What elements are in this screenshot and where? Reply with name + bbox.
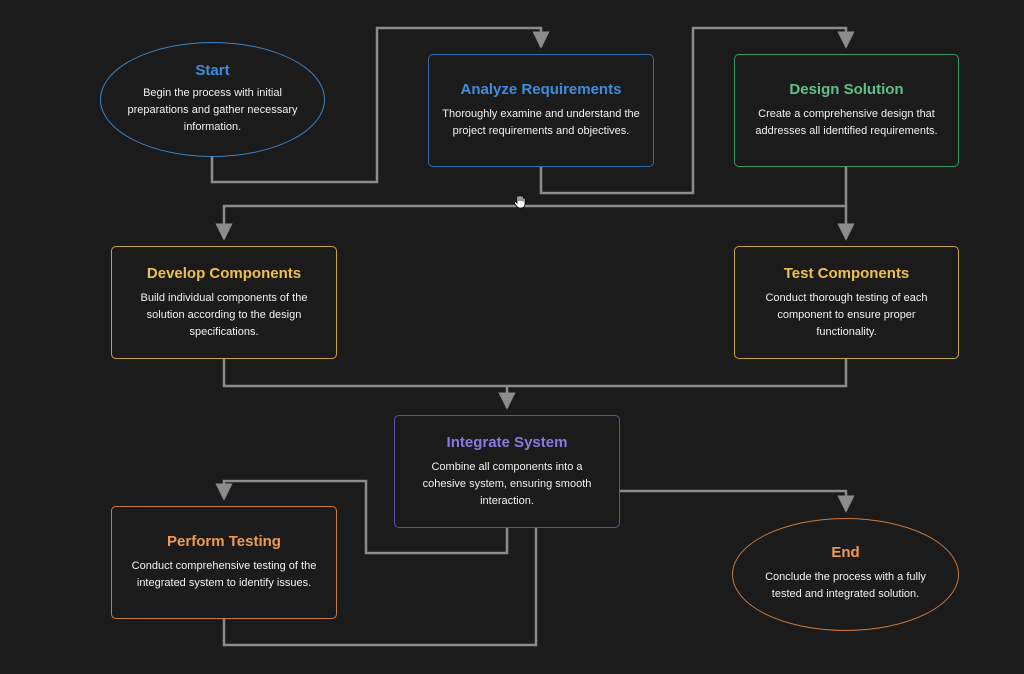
node-integrate-desc: Combine all components into a cohesive s… [422, 461, 592, 507]
node-integrate-title: Integrate System [446, 434, 568, 451]
edge-perform-loop [222, 528, 538, 647]
node-perform-testing: Perform Testing Conduct comprehensive te… [111, 506, 337, 619]
edge-integrate-end [620, 489, 855, 513]
edge-design-develop [215, 167, 848, 241]
node-develop-desc: Build individual components of the solut… [140, 292, 308, 338]
node-test-title: Test Components [783, 265, 910, 282]
node-start-title: Start [195, 62, 230, 79]
node-design-solution: Design Solution Create a comprehensive d… [734, 54, 959, 167]
node-start-desc: Begin the process with initial preparati… [127, 87, 298, 133]
edge-analyze-design [539, 26, 855, 195]
node-analyze-title: Analyze Requirements [460, 81, 622, 98]
node-analyze-requirements: Analyze Requirements Thoroughly examine … [428, 54, 654, 167]
node-design-desc: Create a comprehensive design that addre… [755, 108, 938, 137]
node-integrate-system: Integrate System Combine all components … [394, 415, 620, 528]
node-start: Start Begin the process with initial pre… [100, 42, 325, 157]
node-analyze-desc: Thoroughly examine and understand the pr… [442, 108, 640, 137]
node-design-title: Design Solution [789, 81, 904, 98]
node-develop-components: Develop Components Build individual comp… [111, 246, 337, 359]
edge-develop-integrate [222, 359, 848, 388]
node-perform-title: Perform Testing [167, 533, 281, 550]
node-test-desc: Conduct thorough testing of each compone… [765, 292, 928, 338]
edge-start-analyze [210, 26, 550, 184]
node-perform-desc: Conduct comprehensive testing of the int… [131, 560, 317, 589]
node-develop-title: Develop Components [146, 265, 302, 282]
node-end-title: End [831, 544, 860, 561]
edge-integrate-perform [215, 479, 509, 555]
node-end-desc: Conclude the process with a fully tested… [765, 571, 926, 600]
node-end: End Conclude the process with a fully te… [732, 518, 959, 631]
node-test-components: Test Components Conduct thorough testing… [734, 246, 959, 359]
hand-pointer-icon [513, 195, 526, 209]
